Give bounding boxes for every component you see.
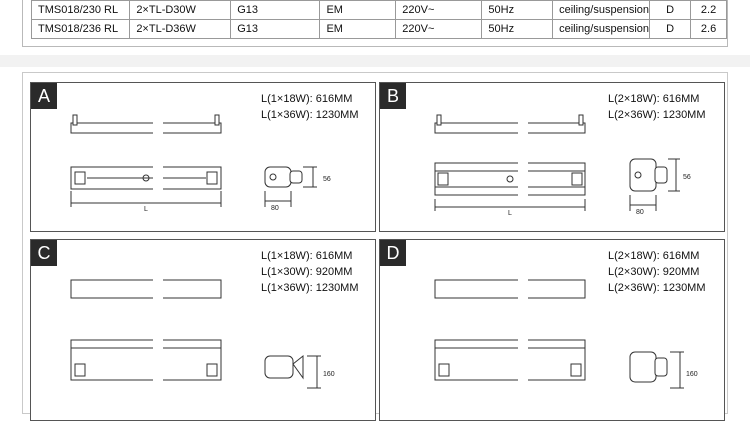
type-cell: D xyxy=(649,19,692,39)
width-label: 80 xyxy=(271,205,279,212)
fixture-drawing-twin: L 80 56 xyxy=(434,108,691,217)
length-label: L xyxy=(508,210,512,217)
dimension-list: L(1×18W): 616MM L(1×36W): 1230MM xyxy=(261,91,359,123)
weight-cell: 2.2 xyxy=(690,0,727,20)
height-label: 160 xyxy=(323,371,335,378)
table-row: TMS018/230 RL 2×TL-D30W G13 EM 220V~ 50H… xyxy=(30,0,727,20)
dimension-line: L(2×18W): 616MM xyxy=(608,93,700,105)
weight-cell: 2.6 xyxy=(690,19,727,39)
dimension-line: L(1×36W): 1230MM xyxy=(261,109,359,121)
base-cell: G13 xyxy=(230,0,321,20)
fixture-drawing-twin-diffuser: 160 xyxy=(434,270,698,390)
height-label: 56 xyxy=(683,174,691,181)
model-cell: TMS018/236 RL xyxy=(30,19,131,39)
spec-table: TMS018/230 RL 2×TL-D30W G13 EM 220V~ 50H… xyxy=(30,0,727,39)
section-divider xyxy=(0,55,750,67)
panel-a: A L(1×18W): 616MM L(1×36W): 1230MM xyxy=(30,82,376,232)
panel-label: C xyxy=(31,240,57,266)
base-cell: G13 xyxy=(230,19,321,39)
fixture-drawing-diffuser: 160 xyxy=(70,270,335,390)
dimension-list: L(2×18W): 616MM L(2×36W): 1230MM xyxy=(608,91,706,123)
type-cell: D xyxy=(649,0,692,20)
dimension-line: L(2×18W): 616MM xyxy=(608,250,700,262)
dimension-line: L(1×18W): 616MM xyxy=(261,93,353,105)
dimension-line: L(2×30W): 920MM xyxy=(608,266,700,278)
lamp-cell: 2×TL-D36W xyxy=(129,19,232,39)
gear-cell: EM xyxy=(319,0,397,20)
dimension-line: L(1×36W): 1230MM xyxy=(261,282,359,294)
height-label: 56 xyxy=(323,176,331,183)
gear-cell: EM xyxy=(319,19,397,39)
dimension-list: L(1×18W): 616MM L(1×30W): 920MM L(1×36W)… xyxy=(261,248,359,296)
voltage-cell: 220V~ xyxy=(395,0,483,20)
frequency-cell: 50Hz xyxy=(481,19,554,39)
voltage-cell: 220V~ xyxy=(395,19,483,39)
width-label: 80 xyxy=(636,209,644,216)
mounting-cell: ceiling/suspension xyxy=(552,0,651,20)
dimension-list: L(2×18W): 616MM L(2×30W): 920MM L(2×36W)… xyxy=(608,248,706,296)
height-label: 160 xyxy=(686,371,698,378)
panel-label: A xyxy=(31,83,57,109)
length-label: L xyxy=(144,206,148,213)
mounting-cell: ceiling/suspension xyxy=(552,19,651,39)
spec-table-container: TMS018/230 RL 2×TL-D30W G13 EM 220V~ 50H… xyxy=(22,0,728,47)
frequency-cell: 50Hz xyxy=(481,0,554,20)
fixture-drawing-single: L 80 56 xyxy=(70,108,331,213)
panel-d: D L(2×18W): 616MM L(2×30W): 920MM L(2×36… xyxy=(379,239,725,421)
panel-c: C L(1×18W): 616MM L(1×30W): 920MM L(1×36… xyxy=(30,239,376,421)
panel-label: B xyxy=(380,83,406,109)
dimension-line: L(2×36W): 1230MM xyxy=(608,282,706,294)
dimension-line: L(1×30W): 920MM xyxy=(261,266,353,278)
dimension-drawings: A L(1×18W): 616MM L(1×36W): 1230MM xyxy=(22,72,728,421)
panel-b: B L(2×18W): 616MM L(2×36W): 1230MM xyxy=(379,82,725,232)
model-cell: TMS018/230 RL xyxy=(30,0,131,20)
dimension-line: L(1×18W): 616MM xyxy=(261,250,353,262)
table-row: TMS018/236 RL 2×TL-D36W G13 EM 220V~ 50H… xyxy=(30,19,727,39)
panel-label: D xyxy=(380,240,406,266)
lamp-cell: 2×TL-D30W xyxy=(129,0,232,20)
dimension-line: L(2×36W): 1230MM xyxy=(608,109,706,121)
